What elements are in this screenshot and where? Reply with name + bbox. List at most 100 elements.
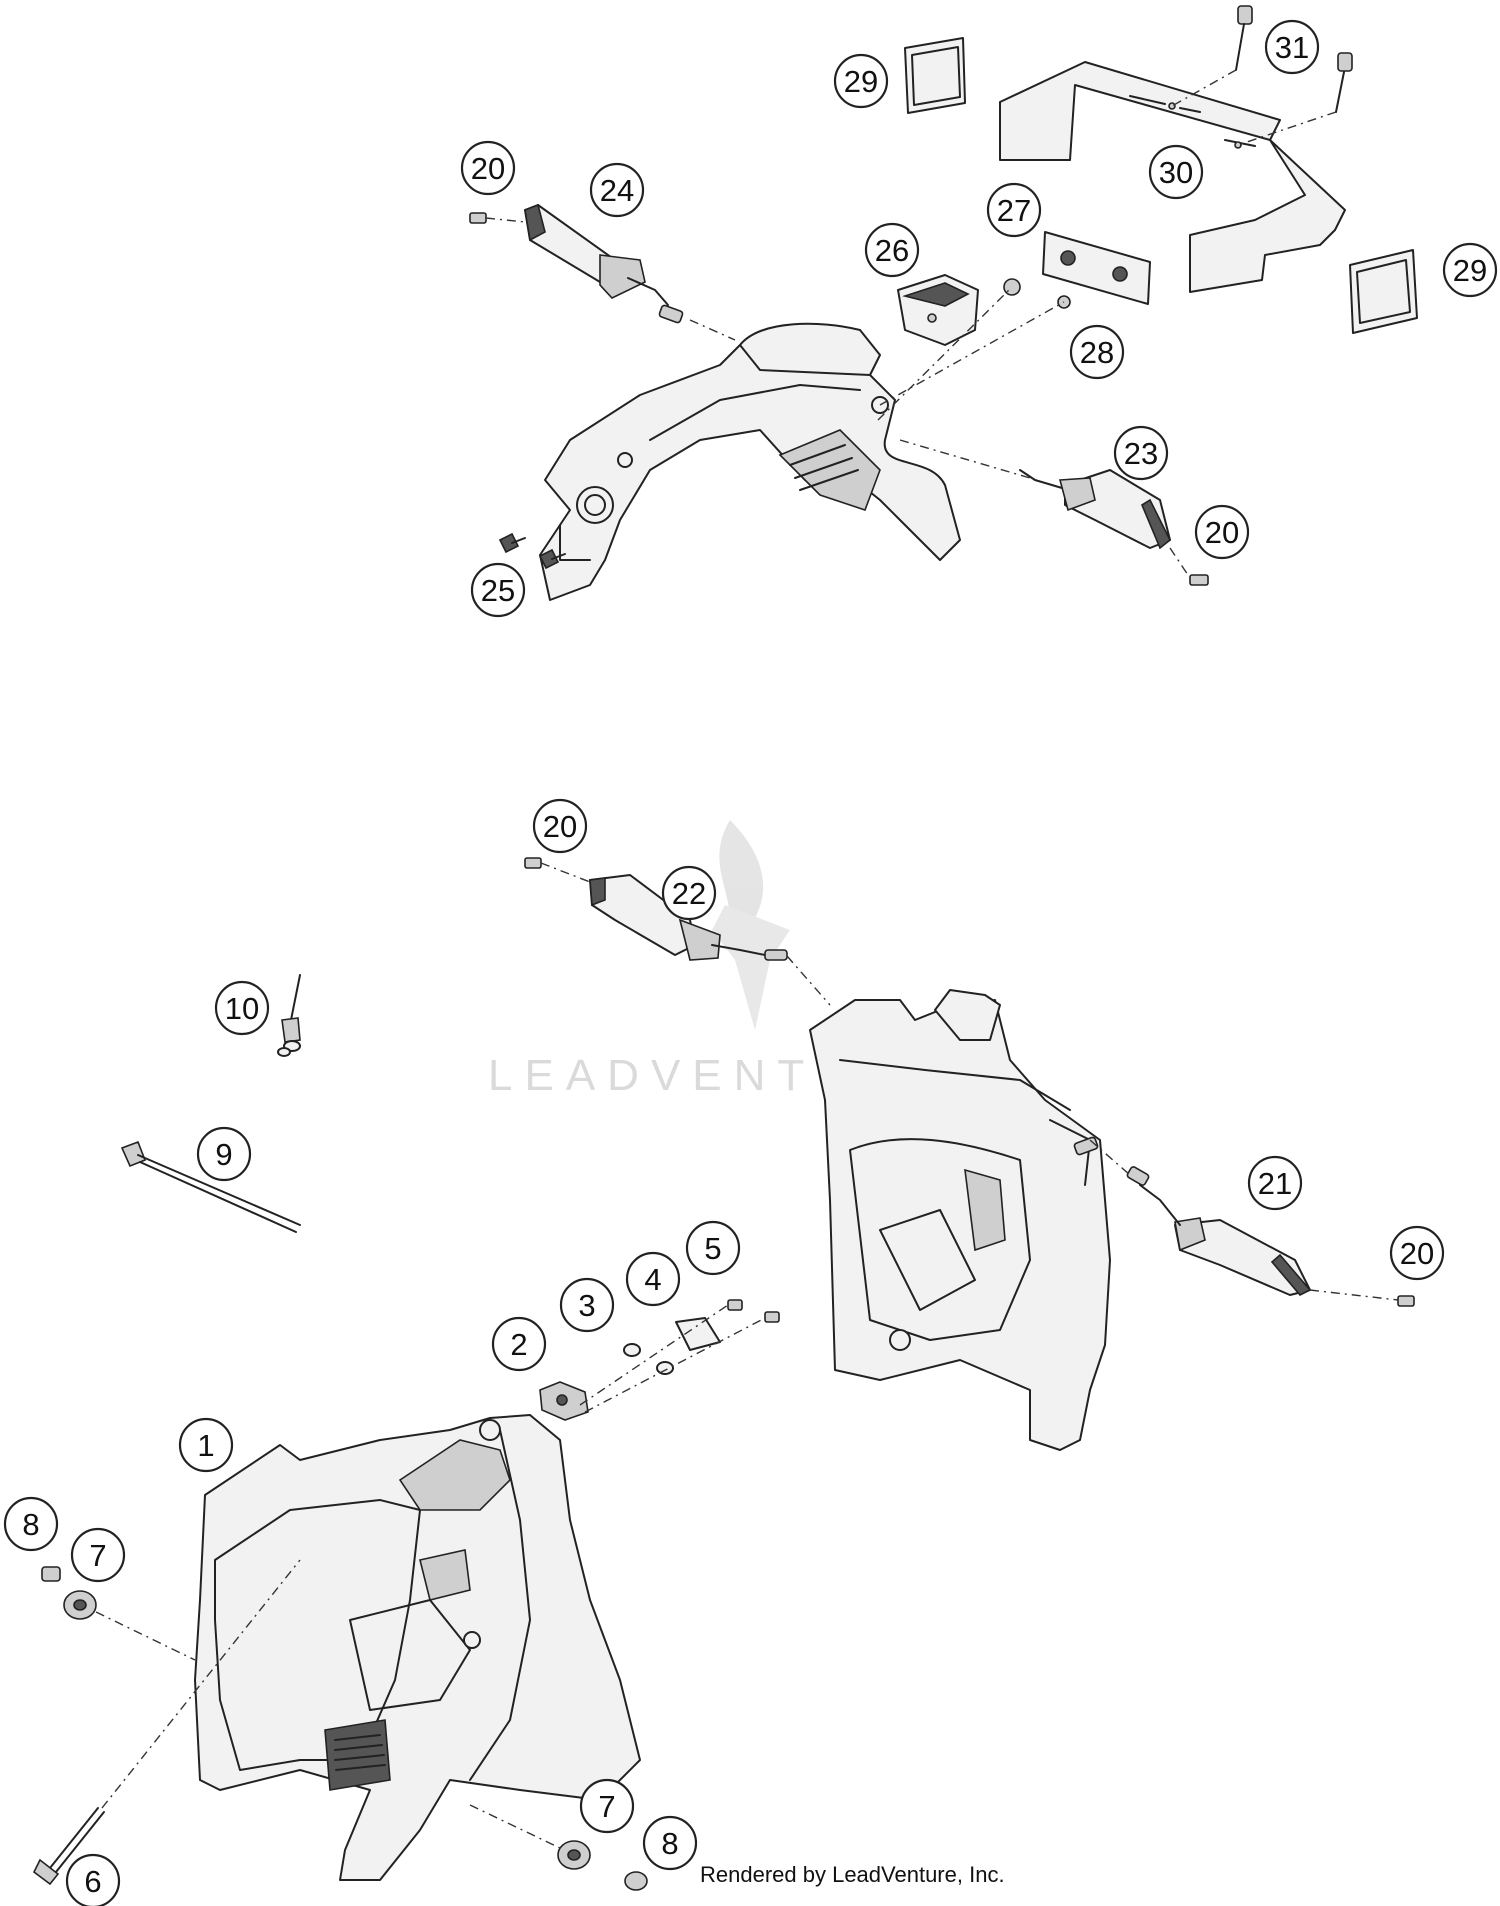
callout-circle [589,162,645,218]
callout-c8a: 8 [3,1496,59,1552]
callout-number: 29 [1453,253,1487,288]
callout-c5: 5 [685,1220,741,1276]
callout-circle [70,1527,126,1583]
callout-c10: 10 [214,980,270,1036]
callout-number: 6 [84,1864,101,1899]
rubber-pad-left [904,37,966,114]
callout-c25: 25 [470,562,526,618]
headlight-bracket [809,989,1111,1451]
rear-frame [498,286,1065,601]
callout-circle [864,222,920,278]
cable-tie-clip [277,974,301,1057]
callout-c8b: 8 [642,1815,698,1871]
callout-number: 8 [661,1826,678,1861]
callout-circle [1148,144,1204,200]
callout-c24: 24 [589,162,645,218]
callout-number: 20 [1205,515,1239,550]
callout-c20d: 20 [1389,1225,1445,1281]
callout-circle [470,562,526,618]
reflector-plate [1003,231,1151,309]
callout-circle [460,140,516,196]
callout-number: 7 [89,1538,106,1573]
callout-circle [1389,1225,1445,1281]
callout-circle [214,980,270,1036]
callout-number: 20 [1400,1236,1434,1271]
callout-circle [1069,324,1125,380]
callout-number: 22 [672,876,706,911]
callout-c28: 28 [1069,324,1125,380]
callout-circle [1264,19,1320,75]
callout-number: 28 [1080,335,1114,370]
callout-number: 31 [1275,30,1309,65]
callout-number: 20 [471,151,505,186]
callout-circle [642,1815,698,1871]
callout-c21: 21 [1247,1155,1303,1211]
callout-circle [661,865,717,921]
callout-c20c: 20 [532,798,588,854]
rear-turn-signal-right [899,439,1209,586]
callout-number: 26 [875,233,909,268]
callout-circle [196,1126,252,1182]
callout-c6: 6 [65,1853,121,1906]
callout-circle [685,1220,741,1276]
callout-c27: 27 [986,182,1042,238]
callout-circle [579,1778,635,1834]
callout-layer: 3129302920242627282320252022109212054321… [3,19,1498,1906]
headlight-mask [194,1414,641,1881]
headlight-mount-hardware [539,1299,780,1421]
callout-circle [1113,425,1169,481]
license-plate-light [897,274,979,346]
callout-c20b: 20 [1194,504,1250,560]
callout-circle [559,1277,615,1333]
callout-c4: 4 [625,1251,681,1307]
callout-number: 25 [481,573,515,608]
plate-bracket [999,61,1346,293]
callout-number: 23 [1124,436,1158,471]
callout-number: 10 [225,991,259,1026]
callout-number: 20 [543,809,577,844]
rubber-pad-right [1349,249,1418,334]
callout-circle [833,53,889,109]
callout-circle [178,1417,234,1473]
callout-circle [491,1316,547,1372]
callout-c29b: 29 [1442,242,1498,298]
callout-number: 24 [600,173,634,208]
callout-number: 3 [578,1288,595,1323]
callout-c30: 30 [1148,144,1204,200]
bracket-screws [1171,5,1353,146]
callout-circle [1442,242,1498,298]
callout-c1: 1 [178,1417,234,1473]
callout-c7b: 7 [579,1778,635,1834]
callout-c20a: 20 [460,140,516,196]
callout-circle [532,798,588,854]
callout-circle [1247,1155,1303,1211]
callout-number: 27 [997,193,1031,228]
callout-number: 21 [1258,1166,1292,1201]
callout-circle [65,1853,121,1906]
callout-c7a: 7 [70,1527,126,1583]
callout-number: 7 [598,1789,615,1824]
callout-circle [1194,504,1250,560]
callout-number: 5 [704,1231,721,1266]
callout-c9: 9 [196,1126,252,1182]
cable-tie [120,1140,301,1233]
callout-c29a: 29 [833,53,889,109]
callout-circle [986,182,1042,238]
front-turn-signal-right [1089,1139,1415,1307]
render-credit: Rendered by LeadVenture, Inc. [700,1862,1005,1887]
callout-number: 29 [844,64,878,99]
mask-mounting-hardware [32,1559,648,1891]
callout-number: 4 [644,1262,661,1297]
callout-number: 1 [197,1428,214,1463]
callout-c26: 26 [864,222,920,278]
callout-c3: 3 [559,1277,615,1333]
rear-turn-signal-left [469,203,736,341]
front-turn-signal-left [524,857,831,1006]
callout-c23: 23 [1113,425,1169,481]
callout-number: 8 [22,1507,39,1542]
callout-circle [3,1496,59,1552]
callout-number: 30 [1159,155,1193,190]
callout-c31: 31 [1264,19,1320,75]
callout-circle [625,1251,681,1307]
